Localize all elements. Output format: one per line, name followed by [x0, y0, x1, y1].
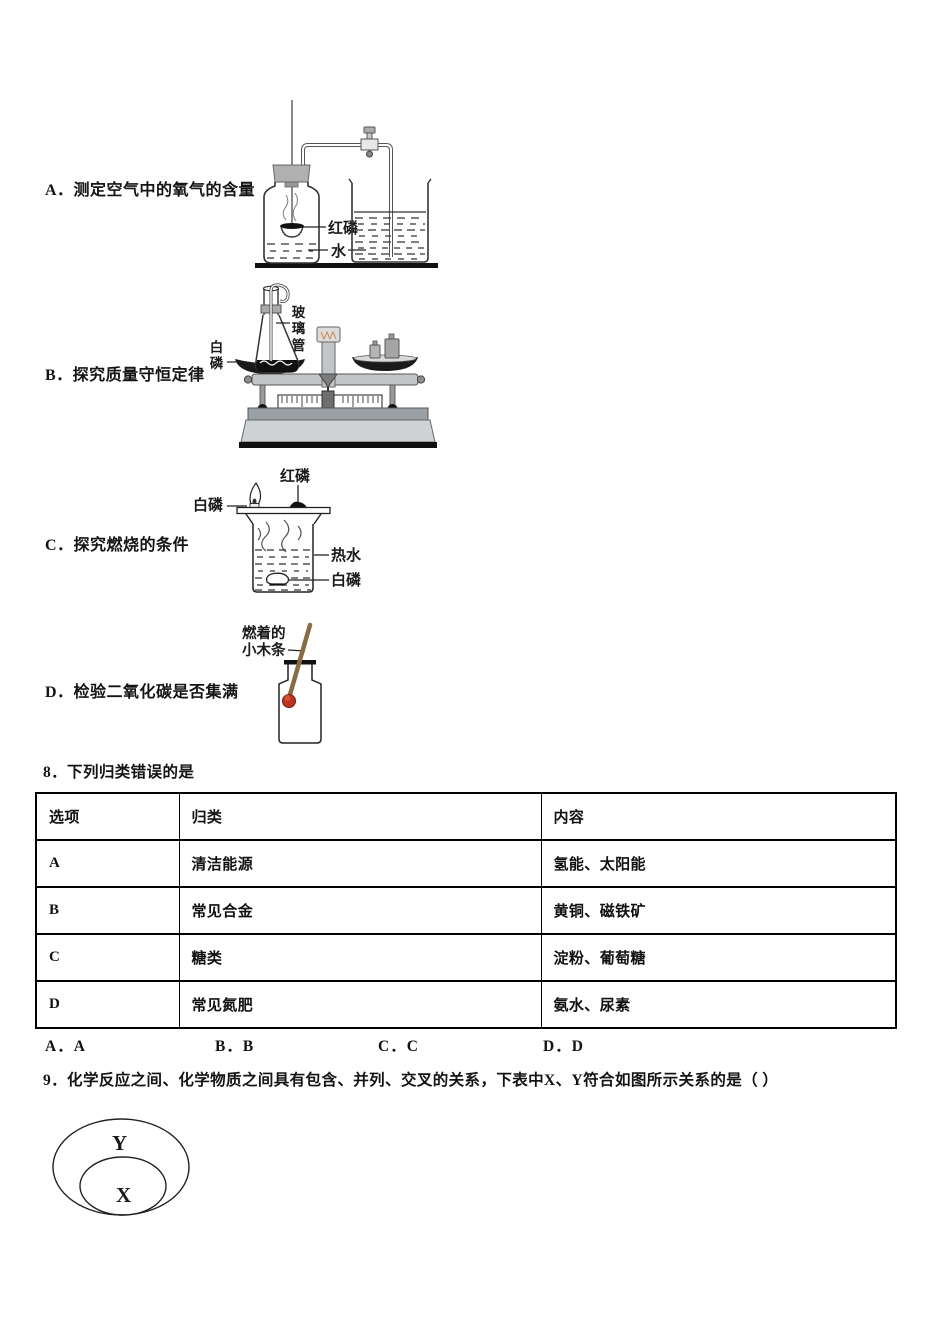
- bottle-water: [267, 243, 316, 259]
- label-red-phosphorus: 红磷: [328, 219, 359, 237]
- q8-answer-d: D．D: [543, 1038, 584, 1055]
- label-red-phosphorus-c: 红磷: [280, 467, 311, 485]
- diagram-combustion-conditions: 红磷 白磷: [193, 467, 362, 593]
- wooden-stick: [284, 622, 313, 708]
- q8-cell: 常见合金: [178, 886, 542, 935]
- diagram-oxygen-measurement: 红磷 水: [255, 100, 438, 268]
- q8-cell: D: [35, 980, 180, 1029]
- balance-base: [239, 407, 437, 448]
- label-burning-stick-1: 燃着的: [242, 624, 286, 642]
- q8-cell: C: [35, 933, 180, 982]
- venn-label-x: X: [116, 1183, 131, 1207]
- glass-tube: [269, 283, 290, 361]
- label-water: 水: [331, 242, 347, 260]
- q8-cell: 糖类: [178, 933, 542, 982]
- option-a-label: A．测定空气中的氧气的含量: [45, 182, 256, 199]
- label-white-phosphorus-top: 白磷: [193, 496, 224, 514]
- q8-cell: 氢能、太阳能: [540, 839, 897, 888]
- smoke-wisps: [282, 192, 299, 222]
- label-hot-water: 热水: [331, 546, 362, 564]
- smoke-wisps-c: [257, 519, 302, 553]
- q8-cell: 淀粉、葡萄糖: [540, 933, 897, 982]
- weights: [369, 333, 400, 359]
- venn-label-y: Y: [112, 1131, 127, 1155]
- option-b-label: B．探究质量守恒定律: [45, 367, 205, 384]
- label-white-phosphorus-bottom: 白磷: [331, 571, 362, 589]
- beaker-water: [354, 211, 426, 260]
- q8-table-row-d: D 常见氮肥 氨水、尿素: [35, 980, 897, 1029]
- q8-table-row-c: C 糖类 淀粉、葡萄糖: [35, 933, 897, 982]
- red-phosphorus-pile: [289, 501, 307, 508]
- q8-cell: 黄铜、磁铁矿: [540, 886, 897, 935]
- venn-diagram: Y X: [52, 1118, 190, 1216]
- q8-answer-c: C．C: [378, 1038, 419, 1055]
- balance-pillar: [316, 326, 341, 407]
- diagram-co2-full-test: 燃着的 小木条: [242, 622, 322, 744]
- diagram-balance-scale: [227, 283, 437, 448]
- conical-flask: [254, 285, 300, 373]
- label-burning-stick-2: 小木条: [242, 641, 286, 659]
- hot-water-beaker: [252, 524, 314, 593]
- q8-header-content: 内容: [540, 792, 897, 841]
- label-white-phosphorus-b: 白磷: [209, 340, 224, 372]
- flame-icon: [249, 481, 262, 508]
- q8-cell: B: [35, 886, 180, 935]
- question8-text: 8．下列归类错误的是: [43, 764, 195, 781]
- venn-inner-ellipse: [79, 1156, 167, 1216]
- beaker-flare-right: [313, 513, 322, 525]
- q8-table: 选项 归类 内容 A 清洁能源 氢能、太阳能 B 常见合金 黄铜、磁铁矿 C 糖…: [35, 792, 897, 1029]
- stopcock-valve: [360, 126, 379, 158]
- question9-text: 9．化学反应之间、化学物质之间具有包含、并列、交叉的关系，下表中X、Y符合如图所…: [43, 1072, 779, 1089]
- q8-answer-b: B．B: [215, 1038, 255, 1055]
- flask-contents: [255, 360, 299, 372]
- gas-bottle: [263, 182, 320, 264]
- q8-cell: A: [35, 839, 180, 888]
- beaker: [348, 178, 432, 263]
- q8-header-category: 归类: [178, 792, 542, 841]
- option-d-label: D．检验二氧化碳是否集满: [45, 684, 239, 701]
- bench-line: [255, 263, 438, 268]
- ember: [282, 694, 296, 708]
- q8-answer-a: A．A: [45, 1038, 86, 1055]
- q8-table-header-row: 选项 归类 内容: [35, 792, 897, 841]
- q8-cell: 清洁能源: [178, 839, 542, 888]
- gas-collecting-bottle: [278, 664, 322, 744]
- q8-cell: 氨水、尿素: [540, 980, 897, 1029]
- bottle-stopper: [272, 164, 311, 188]
- q8-table-row-a: A 清洁能源 氢能、太阳能: [35, 839, 897, 888]
- q8-cell: 常见氮肥: [178, 980, 542, 1029]
- label-glass-tube: 玻璃管: [291, 305, 306, 353]
- white-phosphorus-underwater: [266, 572, 290, 586]
- q8-table-row-b: B 常见合金 黄铜、磁铁矿: [35, 886, 897, 935]
- ruler-rider: [321, 390, 335, 409]
- evaporating-dish: [280, 223, 304, 238]
- beaker-flare-left: [245, 513, 254, 525]
- q8-header-option: 选项: [35, 792, 180, 841]
- connecting-tube: [301, 143, 393, 257]
- balance-ruler: [277, 390, 383, 409]
- option-c-label: C．探究燃烧的条件: [45, 537, 190, 554]
- cover-plate: [236, 506, 331, 515]
